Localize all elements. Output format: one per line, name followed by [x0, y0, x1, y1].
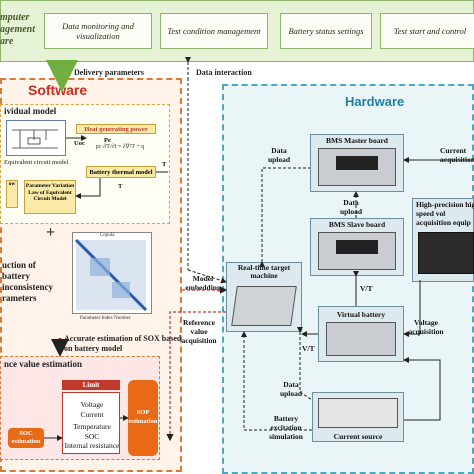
data-upload-label-1: Data upload	[267, 146, 291, 164]
items-box	[62, 392, 120, 454]
accurate-estimation-label: Accurate estimation of SOX based on batt…	[64, 334, 182, 353]
matrix-title: Copula	[100, 233, 115, 238]
hp-equipment-device	[418, 232, 474, 274]
limit-box: Limit	[62, 380, 120, 390]
delivery-label: Delivery parameters	[74, 68, 144, 77]
top-box-test-condition: Test condition management	[160, 13, 268, 49]
sop-estimation-box: SOP estimation	[128, 380, 158, 456]
item-soc: SOC	[84, 432, 100, 441]
model-embedding-label: Model embedding	[185, 274, 221, 292]
thermal-model-box: Battery thermal model	[86, 166, 156, 178]
interaction-label: Data interaction	[196, 68, 252, 77]
pe-label: Pe	[104, 137, 111, 144]
rt-machine-label: Real-time target machine	[237, 263, 291, 280]
top-box-battery-status: Battery status settings	[280, 13, 372, 49]
reference-arrow	[166, 311, 226, 442]
upload-arrow-1	[259, 167, 310, 267]
top-box-test-start: Test start and control	[380, 13, 474, 49]
excitation-arrow	[241, 331, 312, 431]
current-source-loop	[403, 357, 441, 421]
voltage-acq-arrow	[403, 280, 421, 337]
ecm-label: Equivalent circuit model	[4, 159, 69, 166]
t-label-1: T	[162, 161, 167, 168]
bms-slave-device	[318, 232, 396, 270]
excitation-label: Battery excitation simulation	[269, 414, 303, 441]
data-upload-label-2: Data upload	[339, 198, 363, 216]
item-voltage: Voltage	[80, 400, 104, 409]
construction-label: uction of battery inconsistency rameters	[2, 260, 54, 303]
virtual-battery-label: Virtual battery	[336, 310, 386, 319]
hp-equipment-label: High-precision high-speed vol acquisitio…	[416, 200, 474, 227]
t-label-2: T	[118, 183, 123, 190]
vt-label-2: V/T	[302, 344, 315, 353]
hardware-title: Hardware	[345, 94, 405, 109]
thermal-equation: ρc·∂T/∂t = λ∇²T + q	[95, 144, 145, 150]
voltage-acquisition-label: Voltage acquisition	[408, 318, 444, 336]
item-internal-resistance: Internal resistance	[64, 441, 120, 450]
item-temperature: Temperature	[73, 422, 111, 431]
top-title: mputer agement are	[0, 12, 35, 47]
matrix-xlabel: Parameter Index Number	[80, 316, 131, 321]
plus-sign: +	[46, 224, 56, 241]
left-box: ow	[6, 180, 18, 208]
reference-label: Reference value acquisition	[181, 318, 217, 345]
upload-arrow-3	[297, 327, 313, 401]
data-upload-label-3: Data upload	[279, 380, 303, 398]
soc-estimation-box: SOC estimation	[8, 428, 44, 448]
virtual-battery-device	[326, 322, 396, 356]
heat-power-box: Heat generating power	[76, 124, 156, 134]
bms-slave-label: BMS Slave board	[328, 220, 386, 229]
bms-master-label: BMS Master board	[326, 136, 388, 145]
item-current: Current	[80, 410, 104, 419]
estimation-title: nce value estimation	[4, 359, 82, 369]
top-box-data-monitoring: Data monitoring and visualization	[44, 13, 152, 49]
uoc-label: Uoc	[74, 140, 85, 147]
vt-label-1: V/T	[360, 284, 373, 293]
bms-slave-panel	[336, 240, 378, 254]
interaction-arrow	[187, 78, 226, 282]
bms-master-panel	[336, 156, 378, 170]
model-title: ividual model	[4, 106, 57, 116]
parameter-law-box: Parameter Variation Law of Equivalent Ci…	[24, 180, 76, 214]
current-source-device	[318, 398, 398, 428]
current-source-label: Current source	[333, 432, 383, 441]
